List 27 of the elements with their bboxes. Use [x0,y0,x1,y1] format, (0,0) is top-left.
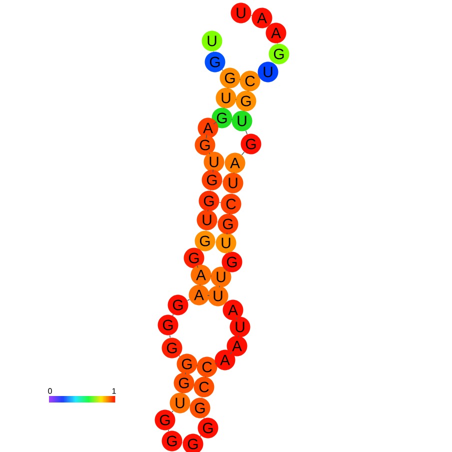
backbone-line [206,134,208,139]
backbone-line [218,285,220,288]
backbone-line [236,316,238,320]
backbone-line [172,314,174,316]
base-pair-line [218,202,222,203]
backbone-line [230,352,232,354]
backbone-line [238,335,240,338]
backbone-line [187,299,190,301]
backbone-line [226,232,228,235]
backbone-line [213,122,217,124]
backbone-line [212,169,214,173]
node-label: A [228,304,238,316]
backbone-line [168,430,170,432]
backbone-line [214,362,218,364]
backbone-line [178,355,180,357]
backbone-line [245,130,248,135]
backbone-line [222,69,224,71]
base-pair-line [207,295,210,296]
backbone-line [172,410,174,413]
backbone-line [200,435,202,437]
backbone-line [184,372,186,375]
backbone-line [196,264,198,268]
backbone-line [169,334,171,338]
node-label: U [236,322,244,332]
backbone-line [241,152,245,156]
backbone-line [208,152,210,155]
backbone-line [225,268,228,271]
